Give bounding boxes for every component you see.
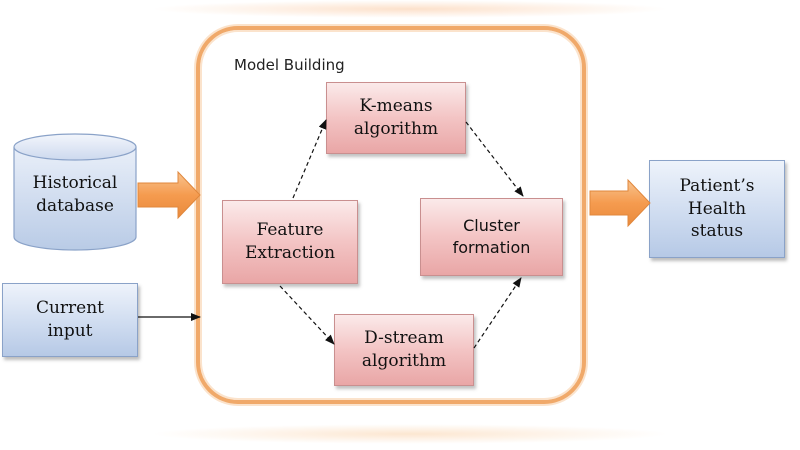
historical-database-node: Historical database [32,173,118,216]
model-building-title: Model Building [234,56,345,74]
database-to-model-arrow [137,170,201,220]
model-to-status-arrow [589,178,651,228]
database-cylinder-icon [13,133,137,251]
top-glow [150,0,670,18]
patient-health-status-node: Patient’s Health status [649,160,785,258]
current-input-node: Current input [2,283,138,357]
dstream-node: D-stream algorithm [334,314,474,386]
feature-extraction-node: Feature Extraction [222,200,358,284]
kmeans-node: K-means algorithm [326,82,466,154]
cluster-formation-node: Cluster formation [420,198,563,276]
bottom-glow [150,424,670,444]
